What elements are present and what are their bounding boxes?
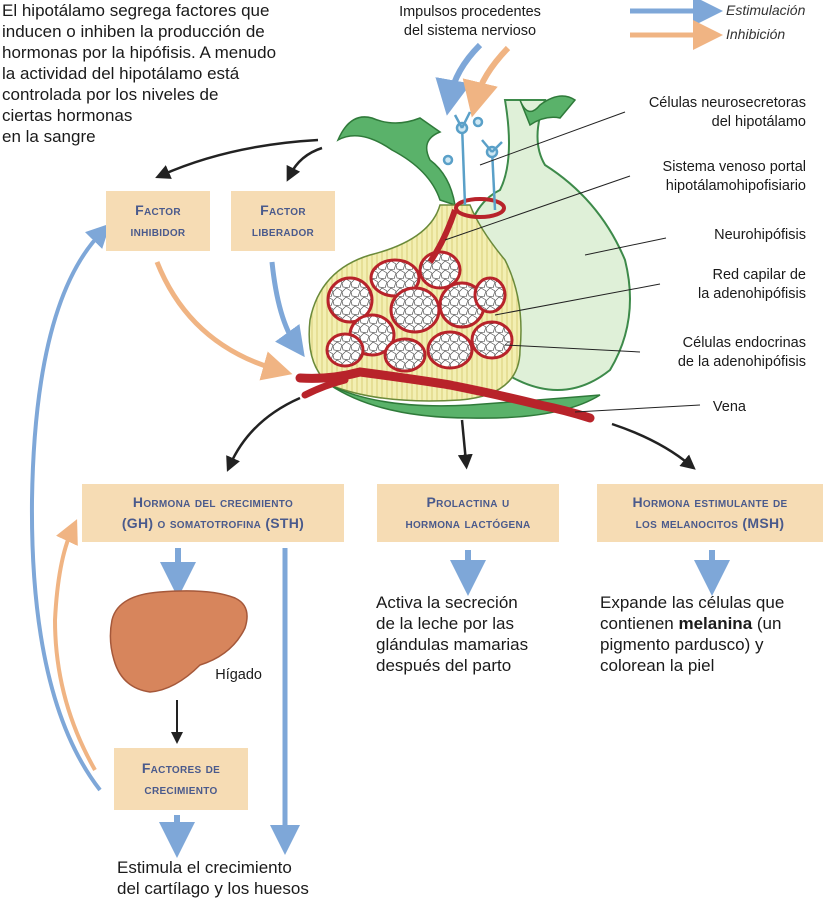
nerve-stimulation-arrow <box>435 42 483 116</box>
label-liver: Hígado <box>215 667 262 683</box>
msh-effect-part2: (un pigmento pardusco) y colorean la pie… <box>600 614 782 675</box>
legend-inhibition-label: Inhibición <box>726 26 786 42</box>
pituitary-illustration <box>295 95 631 423</box>
liver-illustration <box>109 590 248 693</box>
nerve-impulses-label: Impulsos procedentes del sistema nervios… <box>399 4 541 39</box>
label-endocrine-cells: Células endocrinas de la adenohipófisis <box>677 335 806 370</box>
label-neurohypophysis: Neurohipófisis <box>714 227 806 243</box>
arrow-to-inhibitor <box>155 138 319 179</box>
msh-box: Hormona estimulante de los melanocitos (… <box>597 484 823 542</box>
gland-to-gh-arrow <box>226 396 301 472</box>
growth-effect-text: Estimula el crecimiento del cartílago y … <box>117 858 309 898</box>
arrow-to-releaser <box>286 146 323 182</box>
label-vein: Vena <box>712 399 746 415</box>
releasing-factor-box: Factor liberador <box>231 191 335 251</box>
prolactin-effect-text: Activa la secreción de la leche por las … <box>376 593 529 675</box>
gland-to-msh-arrow <box>611 422 696 470</box>
legend-stimulation-label: Estimulación <box>726 2 806 18</box>
msh-effect-text: Expande las células que contienen melani… <box>600 592 826 676</box>
gland-to-prolactin-arrow <box>457 419 473 470</box>
label-capillary-network: Red capilar de la adenohipófisis <box>697 267 806 302</box>
label-neurosecretory-cells: Células neurosecretoras del hipotálamo <box>648 95 806 130</box>
releaser-to-gland-arrow <box>269 261 305 358</box>
inhibiting-factor-box: Factor inhibidor <box>106 191 210 251</box>
label-portal-system: Sistema venoso portal hipotálamohipofisi… <box>662 159 806 194</box>
growth-hormone-box: Hormona del crecimiento (GH) o somatotro… <box>82 484 344 542</box>
intro-text: El hipotálamo segrega factores que induc… <box>2 1 277 146</box>
growth-factors-box: Factores de crecimiento <box>114 748 248 810</box>
inhibitor-to-gland-arrow <box>154 261 293 381</box>
prolactin-box: Prolactina u hormona lactógena <box>377 484 559 542</box>
leader-lines <box>444 111 701 413</box>
msh-effect-part1: Expande las células que contienen <box>600 593 785 633</box>
feedback-stimulation-loop <box>29 223 111 792</box>
feedback-inhibition-loop <box>52 519 97 771</box>
nerve-inhibition-arrow <box>462 45 511 118</box>
melanin-keyword: melanina <box>678 614 753 633</box>
